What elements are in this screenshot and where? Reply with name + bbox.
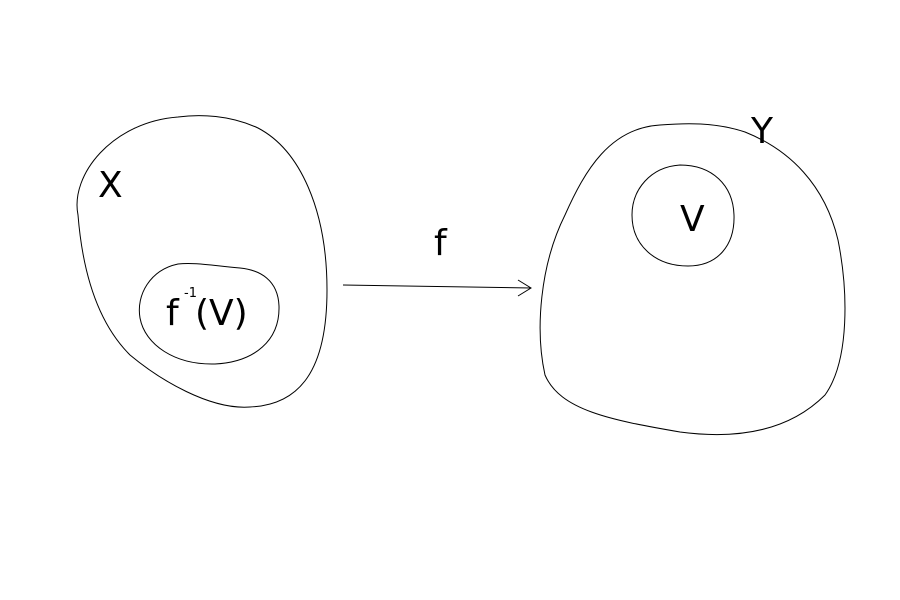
set-y-outline [539, 123, 846, 436]
preimage-base-label: f [166, 293, 180, 334]
map-arrow-shaft [342, 284, 532, 289]
set-y-label: Y [750, 111, 774, 152]
preimage-region-outline [138, 263, 280, 365]
map-arrow-head [517, 279, 532, 297]
preimage-argument-label: (V) [195, 293, 248, 334]
set-x-outline [76, 115, 328, 408]
set-x-label: X [98, 165, 123, 206]
preimage-exponent-label: -1 [184, 286, 197, 301]
subset-v-label: V [680, 199, 705, 240]
map-label: f [434, 223, 448, 264]
map-arrow [342, 279, 532, 297]
subset-v-outline [631, 164, 735, 267]
